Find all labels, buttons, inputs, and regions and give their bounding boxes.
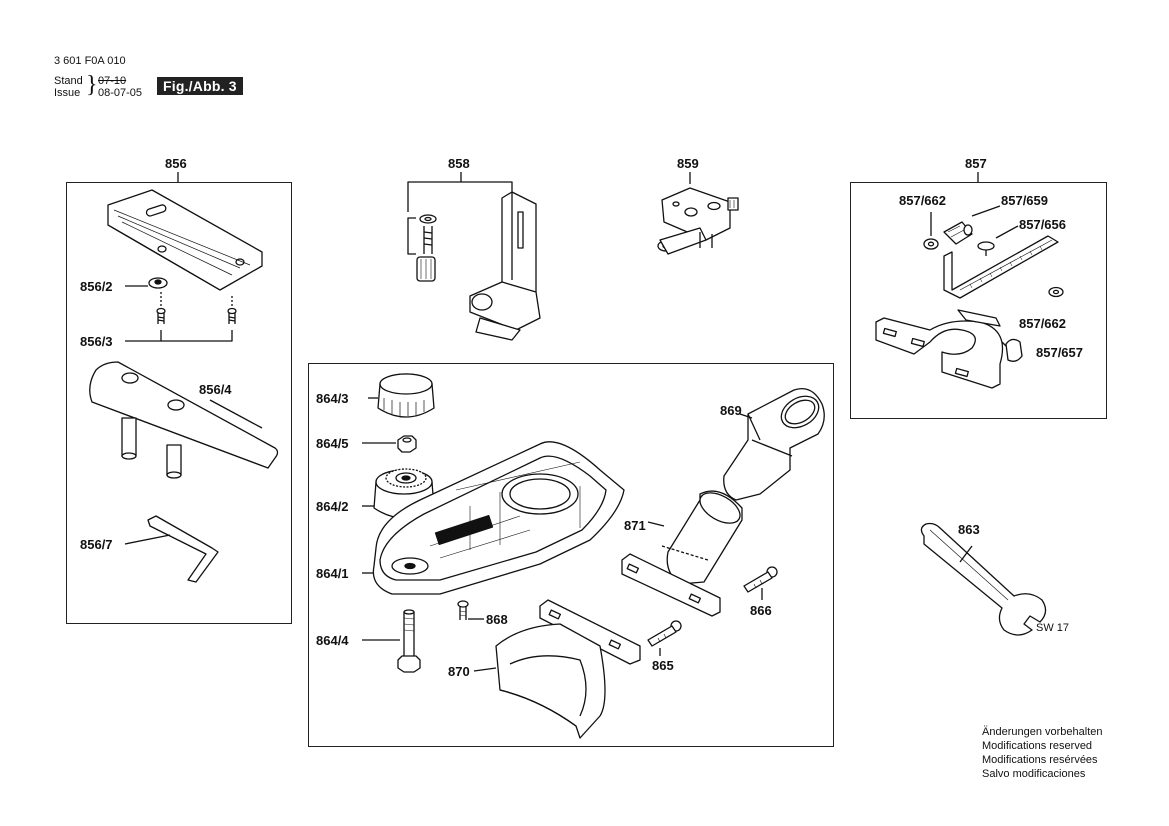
- note-line: Modifications resérvées: [982, 754, 1098, 766]
- stand-value: 07-10: [98, 75, 127, 87]
- wrench-size-label: SW 17: [1036, 622, 1070, 634]
- group-857-label: 857: [965, 156, 987, 171]
- part-864-3-label: 864/3: [316, 391, 349, 406]
- part-856-3-label: 856/3: [80, 334, 113, 349]
- part-864-1-label: 864/1: [316, 566, 349, 581]
- part-857-656-label: 857/656: [1019, 217, 1066, 232]
- doc-number: 3 601 F0A 010: [54, 55, 126, 67]
- part-868-label: 868: [486, 612, 508, 627]
- group-856-frame: [66, 182, 292, 624]
- part-870-label: 870: [448, 664, 470, 679]
- issue-value: 08-07-05: [98, 87, 143, 99]
- part-864-5-label: 864/5: [316, 436, 349, 451]
- part-869-label: 869: [720, 403, 742, 418]
- notes-block: Änderungen vorbehalten Modifications res…: [982, 725, 1102, 781]
- part-857-659-label: 857/659: [1001, 193, 1048, 208]
- part-856-7-label: 856/7: [80, 537, 113, 552]
- group-859-label: 859: [677, 156, 699, 171]
- group-858-label: 858: [448, 156, 470, 171]
- note-line: Salvo modificaciones: [982, 768, 1086, 780]
- part-856-4-label: 856/4: [199, 382, 232, 397]
- note-line: Änderungen vorbehalten: [982, 726, 1103, 738]
- part-857-662a-label: 857/662: [899, 193, 946, 208]
- figure-label: Fig./Abb. 3: [157, 77, 243, 95]
- part-871-label: 871: [624, 518, 646, 533]
- group-856-label: 856: [165, 156, 187, 171]
- issue-label: Issue: [54, 87, 81, 99]
- part-856-2-label: 856/2: [80, 279, 113, 294]
- group-864-frame: [308, 363, 834, 747]
- part-864-4-label: 864/4: [316, 633, 349, 648]
- part-864-2-label: 864/2: [316, 499, 349, 514]
- stand-label: Stand: [54, 75, 83, 87]
- brace-symbol: }: [86, 72, 98, 98]
- part-857-657-label: 857/657: [1036, 345, 1083, 360]
- note-line: Modifications reserved: [982, 740, 1093, 752]
- guide-plate: [107, 189, 263, 291]
- part-857-662b-label: 857/662: [1019, 316, 1066, 331]
- part-865-label: 865: [652, 658, 674, 673]
- part-866-label: 866: [750, 603, 772, 618]
- group-863-label: 863: [958, 522, 980, 537]
- group-857-frame: [850, 182, 1107, 419]
